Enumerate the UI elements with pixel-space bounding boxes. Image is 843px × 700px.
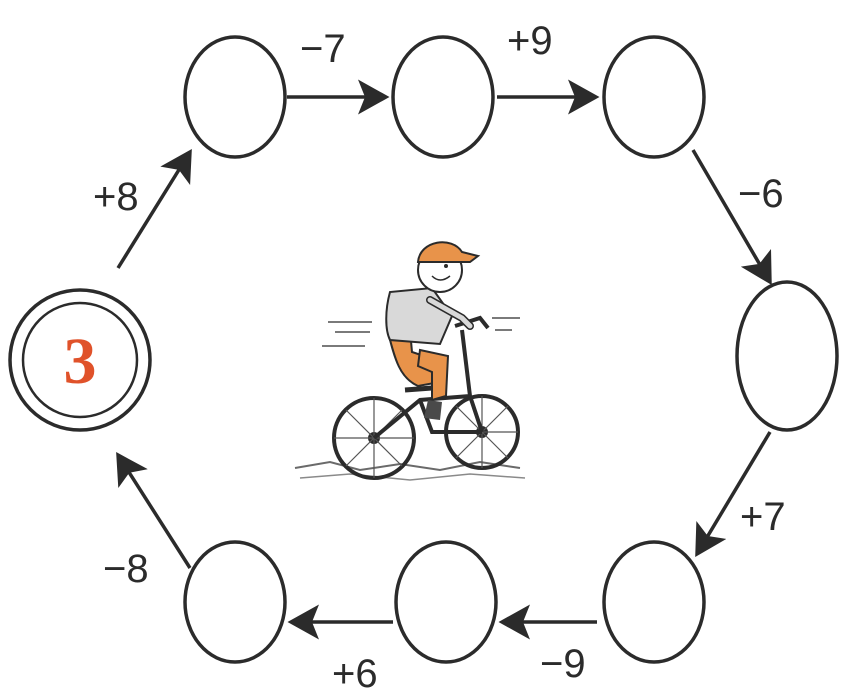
node-top-3[interactable] [602, 35, 706, 159]
node-right[interactable] [735, 280, 839, 432]
op-top3-to-right: −6 [738, 172, 784, 216]
op-bottom2-to-bottom1: +6 [332, 652, 378, 696]
op-start-to-top1: +8 [93, 175, 139, 219]
edge-top3-to-right [691, 149, 772, 286]
node-bottom-1[interactable] [183, 540, 287, 664]
node-top-2[interactable] [391, 35, 495, 159]
op-bottom3-to-bottom2: −9 [540, 642, 586, 686]
op-right-to-bottom3: +7 [740, 495, 786, 539]
node-top-1[interactable] [183, 35, 287, 159]
op-top2-to-top3: +9 [507, 19, 553, 63]
edge-start-to-top1 [116, 149, 192, 269]
op-bottom1-to-start: −8 [103, 547, 149, 591]
start-value: 3 [64, 325, 97, 398]
op-top1-to-top2: −7 [300, 27, 346, 71]
node-bottom-2[interactable] [394, 540, 498, 664]
edge-bottom1-to-start [116, 452, 192, 569]
node-bottom-3[interactable] [602, 540, 706, 664]
node-start: 3 [8, 288, 152, 432]
boy-on-bicycle-illustration [294, 241, 526, 481]
edge-right-to-bottom3 [695, 431, 772, 558]
